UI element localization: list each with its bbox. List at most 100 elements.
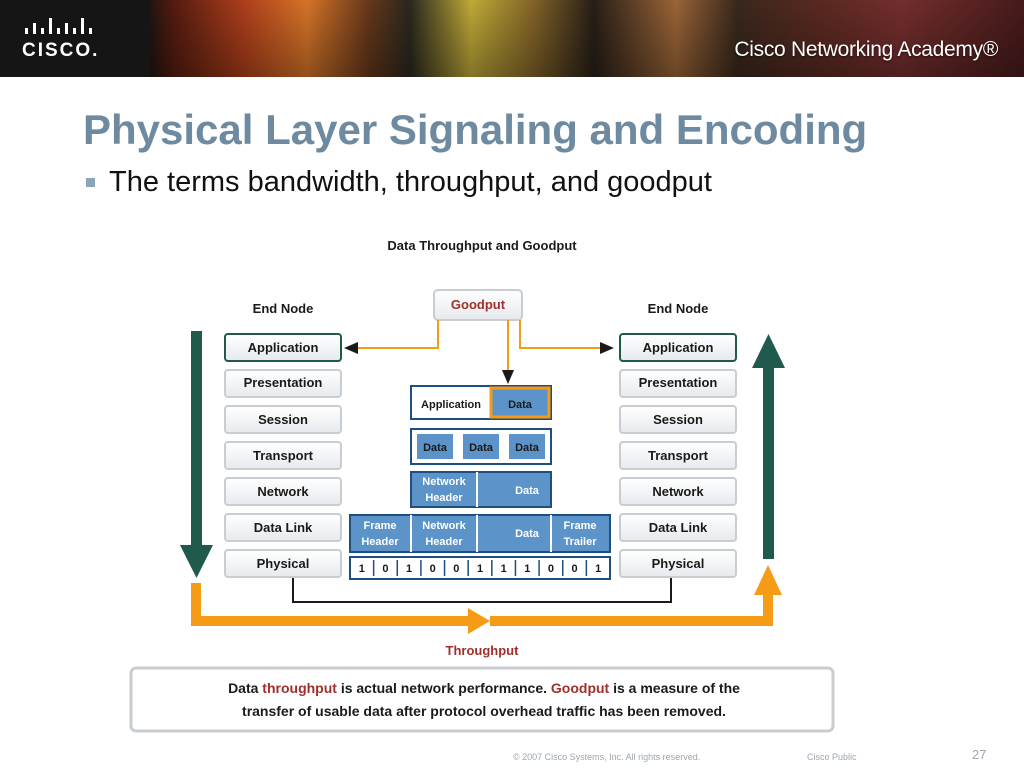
throughput-arrowhead-center-icon xyxy=(468,608,490,634)
caption-line1: Data throughput is actual network perfor… xyxy=(228,680,740,696)
goodput-arrow-left xyxy=(356,320,439,349)
cisco-bridge-icon xyxy=(25,18,92,34)
left-layer-presentation xyxy=(224,369,342,398)
pdu-application-label: Application xyxy=(421,399,481,411)
throughput-arrow-right-path xyxy=(490,593,773,626)
pdu-network-data-label: Data xyxy=(515,485,540,497)
left-down-arrow-shaft xyxy=(191,331,202,549)
left-osi-stack: Application Presentation Session Transpo… xyxy=(224,333,342,578)
left-layer-network xyxy=(224,477,342,506)
pdu-transport-segment-1 xyxy=(417,434,453,459)
physical-link-line xyxy=(292,578,672,603)
throughput-arrowhead-up-icon xyxy=(754,565,782,595)
banner-photo-strip xyxy=(150,0,1024,77)
header-banner: CISCO. Cisco Networking Academy® xyxy=(0,0,1024,77)
goodput-arrowhead-left-icon xyxy=(344,342,358,354)
right-layer-physical xyxy=(619,549,737,578)
pdu-network-header-line1: Network xyxy=(422,476,466,488)
pdu-transport-segment-2 xyxy=(463,434,499,459)
right-layer-transport-label: Transport xyxy=(648,448,709,463)
caption-box xyxy=(129,666,835,733)
pdu-frame-trailer-line1: Frame xyxy=(563,520,596,532)
left-down-arrowhead-icon xyxy=(180,545,213,578)
left-layer-session-label: Session xyxy=(258,412,308,427)
pdu-frame-trailer-line2: Trailer xyxy=(563,536,597,548)
pdu-network-box xyxy=(410,471,552,508)
left-layer-data-link xyxy=(224,513,342,542)
left-layer-transport xyxy=(224,441,342,470)
diagram-title: Data Throughput and Goodput xyxy=(387,238,577,253)
bullet-square-icon xyxy=(86,178,95,187)
throughput-label: Throughput xyxy=(446,643,520,658)
bit-value: 1 xyxy=(477,563,483,575)
bit-stream: 1 0 1 0 0 1 1 1 0 0 1 xyxy=(349,556,611,580)
left-layer-physical xyxy=(224,549,342,578)
pdu-transport-data-1: Data xyxy=(423,442,448,454)
pdu-application-data-label: Data xyxy=(508,399,533,411)
right-layer-session-label: Session xyxy=(653,412,703,427)
right-layer-application-label: Application xyxy=(643,340,714,355)
right-end-node-title: End Node xyxy=(648,301,709,316)
page-number: 27 xyxy=(972,747,987,762)
footer-copyright: © 2007 Cisco Systems, Inc. All rights re… xyxy=(513,752,701,762)
bit-value: 0 xyxy=(453,563,459,575)
throughput-arrow-path xyxy=(191,583,468,626)
goodput-box xyxy=(433,289,523,321)
cisco-logo: CISCO. xyxy=(0,0,150,77)
left-layer-application-label: Application xyxy=(248,340,319,355)
bit-stream-frame xyxy=(349,556,611,580)
bit-value: 1 xyxy=(359,563,365,575)
bit-value: 1 xyxy=(406,563,412,575)
caption-part-data: Data xyxy=(228,680,262,696)
right-layer-network-label: Network xyxy=(652,484,704,499)
left-layer-session xyxy=(224,405,342,434)
bit-value: 1 xyxy=(595,563,601,575)
cisco-logo-text: CISCO. xyxy=(22,40,100,61)
right-layer-presentation xyxy=(619,369,737,398)
caption-part-performance: is actual network performance. xyxy=(337,680,551,696)
right-layer-data-link-label: Data Link xyxy=(649,520,708,535)
caption-line2: transfer of usable data after protocol o… xyxy=(242,703,726,719)
right-up-arrow-shaft xyxy=(763,364,774,559)
networking-academy-label: Cisco Networking Academy® xyxy=(734,38,998,61)
right-up-arrowhead-icon xyxy=(752,334,785,368)
right-layer-session xyxy=(619,405,737,434)
pdu-application-data xyxy=(489,386,551,419)
left-layer-physical-label: Physical xyxy=(257,556,310,571)
pdu-frame-data-label: Data xyxy=(515,528,540,540)
right-layer-application xyxy=(619,333,737,362)
caption-goodput-word: Goodput xyxy=(551,680,610,696)
left-layer-transport-label: Transport xyxy=(253,448,314,463)
bit-value: 0 xyxy=(430,563,436,575)
bit-value: 1 xyxy=(501,563,507,575)
left-layer-application xyxy=(224,333,342,362)
right-layer-presentation-label: Presentation xyxy=(639,375,718,390)
right-osi-stack: Application Presentation Session Transpo… xyxy=(619,333,737,578)
bit-value: 0 xyxy=(571,563,577,575)
goodput-label: Goodput xyxy=(451,297,506,312)
right-layer-transport xyxy=(619,441,737,470)
bit-value: 0 xyxy=(382,563,388,575)
bit-value: 1 xyxy=(524,563,530,575)
left-layer-presentation-label: Presentation xyxy=(244,375,323,390)
right-layer-data-link xyxy=(619,513,737,542)
caption-throughput-word: throughput xyxy=(262,680,337,696)
pdu-transport-segment-3 xyxy=(509,434,545,459)
goodput-arrow-right xyxy=(519,320,602,349)
pdu-network-header-line2: Header xyxy=(425,492,463,504)
caption-part-measure: is a measure of the xyxy=(609,680,740,696)
pdu-transport-data-3: Data xyxy=(515,442,540,454)
pdu-frame-box xyxy=(349,514,611,553)
bit-value: 0 xyxy=(548,563,554,575)
pdu-frame-header-line1: Frame xyxy=(363,520,396,532)
goodput-arrowhead-right-icon xyxy=(600,342,614,354)
pdu-frame-network-line1: Network xyxy=(422,520,466,532)
bullet-text: The terms bandwidth, throughput, and goo… xyxy=(109,166,712,198)
right-layer-network xyxy=(619,477,737,506)
slide-title: Physical Layer Signaling and Encoding xyxy=(83,106,868,153)
footer-classification: Cisco Public xyxy=(807,752,857,762)
right-layer-physical-label: Physical xyxy=(652,556,705,571)
pdu-frame-network-line2: Header xyxy=(425,536,463,548)
goodput-arrowhead-down-icon xyxy=(502,370,514,384)
